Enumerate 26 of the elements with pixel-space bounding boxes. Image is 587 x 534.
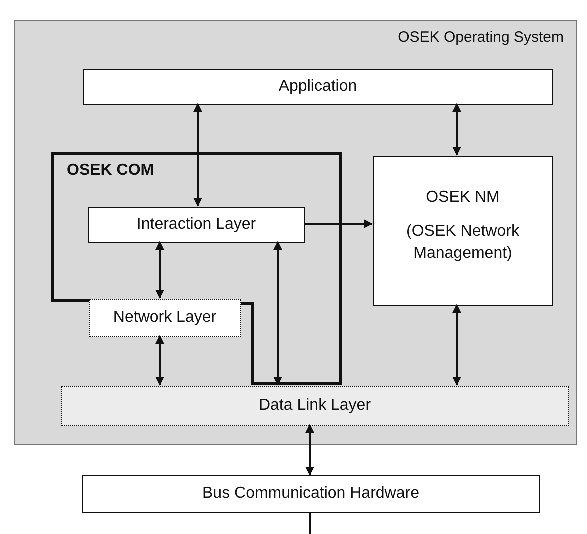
module-name: OSEK NM: [425, 188, 501, 208]
layer-label: Interaction Layer: [136, 216, 256, 234]
layer-box: [83, 69, 553, 105]
system-container: [14, 20, 577, 445]
module-description: (OSEK Network Management): [406, 222, 520, 264]
system-title: OSEK Operating System: [398, 29, 564, 46]
layer-box: [88, 207, 305, 243]
module-box: [373, 156, 553, 306]
layer-box: [89, 299, 241, 337]
layer-label: Data Link Layer: [258, 397, 372, 415]
layer-label: Application: [278, 78, 358, 96]
arrow: [194, 103, 202, 207]
bus-line: [309, 513, 311, 534]
arrow: [306, 424, 314, 476]
layer-box: [82, 475, 540, 513]
com-outline: [53, 154, 341, 384]
arrow: [156, 241, 164, 299]
layer-label: Bus Communication Hardware: [202, 485, 420, 503]
arrow: [304, 220, 373, 228]
arrow: [452, 304, 462, 386]
arrow: [274, 241, 282, 386]
arrow: [452, 103, 462, 156]
layer-label: Network Layer: [113, 309, 217, 327]
arrow: [156, 335, 164, 386]
layer-box: [61, 386, 569, 426]
group-label: OSEK COM: [67, 162, 154, 180]
